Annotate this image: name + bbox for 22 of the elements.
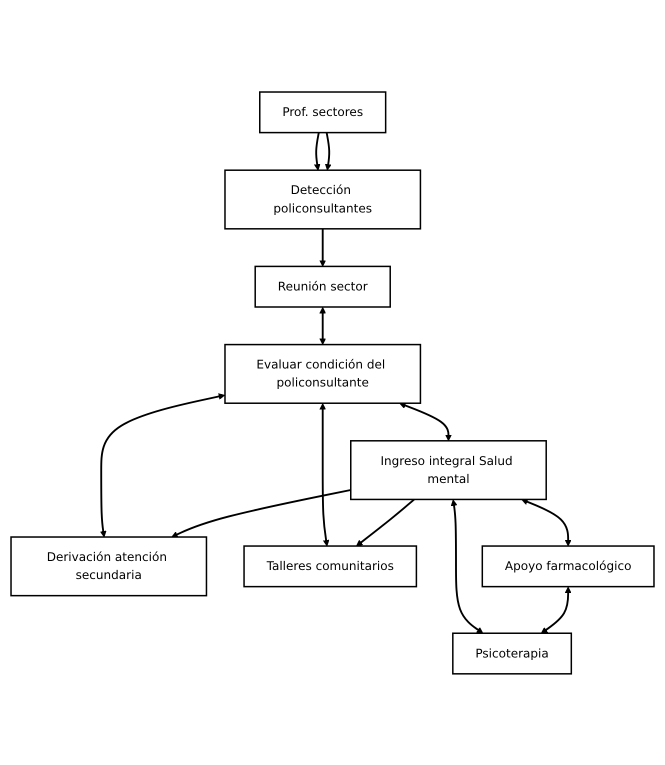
flowchart: Prof. sectores Detección policonsultantes Reunión sector Evaluar condición del policonsultante Derivación atención secundaria Ingreso integral Salud mental Talleres comunitarios Apoyo farmacológico Psicoterapia <box>5 86 660 680</box>
arrow <box>319 402 330 546</box>
arrow <box>356 498 415 546</box>
node-box <box>259 90 386 133</box>
arrow <box>450 499 484 634</box>
node-box <box>243 544 418 587</box>
arrow <box>324 132 332 170</box>
node-box <box>482 544 655 587</box>
arrow <box>100 392 225 537</box>
node-box <box>452 632 572 674</box>
arrow <box>319 306 326 344</box>
node-box <box>10 536 208 596</box>
arrow <box>521 498 572 546</box>
node-box <box>224 169 422 230</box>
arrow <box>171 488 351 538</box>
arrow <box>399 402 452 441</box>
node-box <box>350 440 547 500</box>
node-box <box>224 343 422 404</box>
arrow <box>319 228 326 266</box>
arrow <box>314 132 320 170</box>
arrow <box>540 586 572 634</box>
node-box <box>254 265 391 308</box>
